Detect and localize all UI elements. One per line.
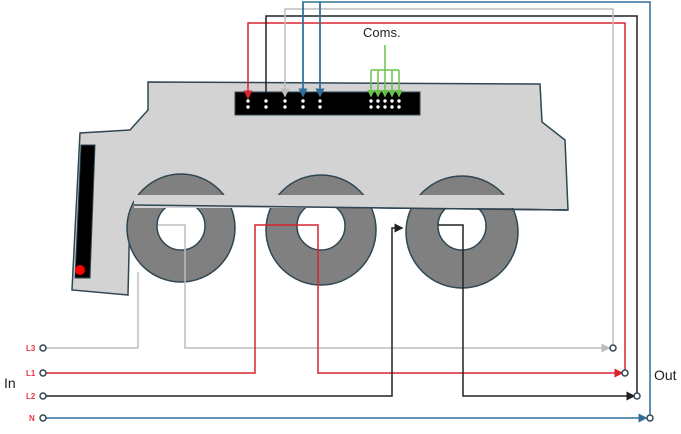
comms-pin — [369, 105, 373, 109]
input-terminals — [39, 344, 47, 422]
terminal-pin — [301, 99, 305, 103]
terminal-l1-in — [39, 369, 47, 377]
wire-l2-ct-loop — [438, 224, 636, 401]
terminal-n-in — [39, 414, 47, 422]
comms-pin — [383, 105, 387, 109]
terminal-l1-out — [621, 369, 629, 377]
ct-l3 — [126, 173, 236, 283]
in-label: In — [4, 375, 16, 391]
comms-pin — [376, 99, 380, 103]
wire-l3 — [44, 272, 139, 349]
terminal-pin — [246, 105, 250, 109]
wire-out-red — [243, 22, 626, 370]
terminal-pins — [246, 99, 401, 109]
wire-l1 — [44, 224, 624, 378]
ct-l2 — [405, 175, 519, 289]
indicator-led — [75, 265, 85, 275]
terminal-pin — [283, 105, 287, 109]
comms-pin — [390, 99, 394, 103]
output-terminals — [609, 344, 654, 422]
comms-pin — [397, 99, 401, 103]
display-bar — [74, 144, 96, 279]
terminal-pin — [318, 99, 322, 103]
wire-out-grey — [280, 8, 614, 345]
terminal-pin — [246, 99, 250, 103]
terminal-pin — [301, 105, 305, 109]
comms-pin — [397, 105, 401, 109]
terminal-l2-out — [633, 392, 641, 400]
comms-pin — [383, 99, 387, 103]
comms-label: Coms. — [363, 25, 401, 40]
terminal-l2-in — [39, 392, 47, 400]
label-l3: L3 — [26, 344, 36, 353]
wire-out-black — [265, 15, 638, 393]
terminal-l3-out — [609, 344, 617, 352]
wire-l2 — [44, 223, 404, 397]
comms-wiring — [367, 45, 403, 98]
label-l2: L2 — [26, 392, 36, 401]
terminal-n-out — [646, 414, 654, 422]
terminal-block — [234, 91, 421, 116]
terminal-pin — [318, 105, 322, 109]
terminal-pin — [283, 99, 287, 103]
comms-pin — [369, 99, 373, 103]
comms-pin — [376, 105, 380, 109]
terminal-l3-in — [39, 344, 47, 352]
comms-pin — [390, 105, 394, 109]
label-l1: L1 — [26, 369, 36, 378]
terminal-pin — [264, 99, 268, 103]
label-n: N — [29, 414, 35, 423]
ct-l1 — [265, 174, 377, 286]
wire-l3-ct-loop — [158, 224, 611, 353]
out-label: Out — [654, 367, 677, 383]
terminal-pin — [264, 105, 268, 109]
